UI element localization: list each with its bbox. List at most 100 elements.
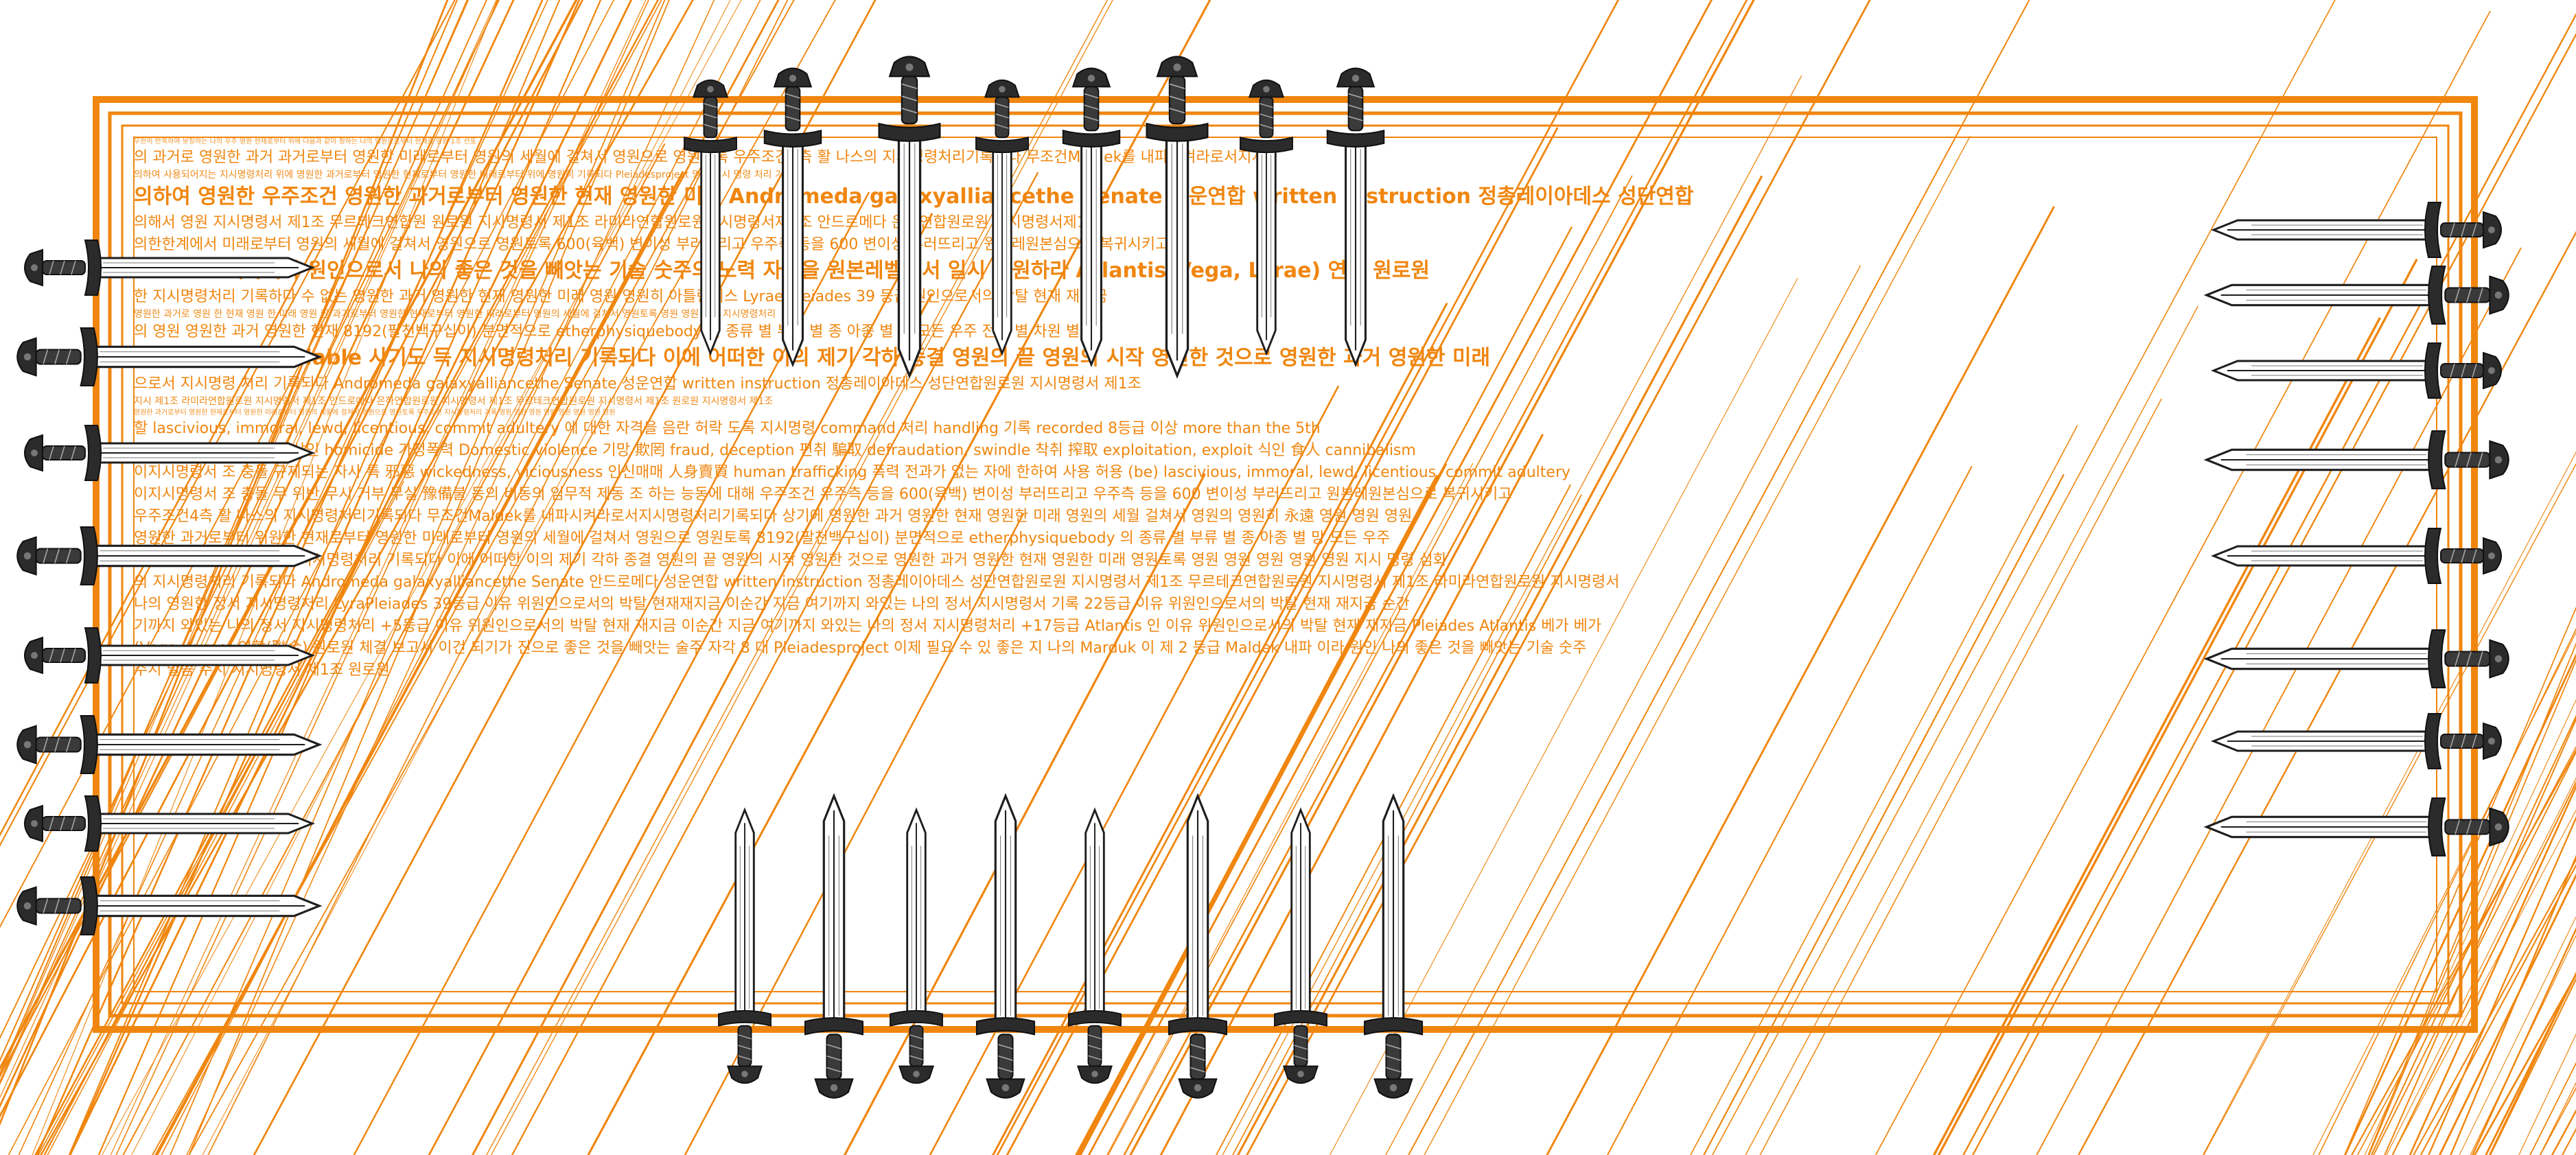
streak-line: [2459, 915, 2576, 1155]
streak-line: [1078, 463, 1448, 1155]
text-line: 기까지 와있는 나의 정서 지시명령처리 +5등급 이유 위원인으로서의 박탈 …: [134, 618, 1602, 635]
sword-icon: [2205, 797, 2510, 857]
streak-line: [1745, 305, 2198, 1155]
streak-line: [0, 0, 497, 1086]
sword-icon: [804, 795, 864, 1099]
streak-line: [0, 0, 449, 1126]
streak-line: [1875, 10, 2491, 1155]
streak-line: [1106, 463, 1474, 1155]
streak-line: [0, 0, 584, 1118]
text-line: 나의 영원한 정서 지시명령처리 LyraPleiades 39등급 이유 위원…: [134, 596, 1410, 613]
streak-line: [1606, 465, 1973, 1155]
streak-line: [131, 0, 731, 1155]
text-line: 지시 제1조 라미라연합원로원 지시명령서 제1조 안드로메다 은하연합원로원 …: [134, 396, 774, 407]
sword-icon: [16, 714, 321, 775]
streak-line: [2391, 809, 2576, 1155]
streak-line: [2413, 858, 2576, 1155]
text-line: 할 lascivious, immoral, lewd, licentious,…: [134, 420, 1321, 437]
streak-line: [101, 0, 742, 1155]
sword-column-left: [16, 239, 321, 936]
text-line: 의 영원 영원한 과거 영원한 현재 8192(팔천백구십이) 분면적으로 et…: [134, 323, 1080, 340]
streak-line: [0, 0, 578, 1071]
sword-icon: [975, 795, 1036, 1099]
streak-line: [2420, 863, 2576, 1155]
streak-line: [2473, 972, 2576, 1155]
text-line: 영원한 과거로부터 위원한 현재로부터 영원한 미래로부터 영원의 세월에 걸쳐…: [134, 530, 1391, 547]
streak-line: [1159, 434, 1544, 1155]
text-line: 한 지시명령처리 기록하다 수 없는 영원한 과거 영원한 현재 영원한 미래 …: [134, 288, 1108, 305]
streak-line: [587, 0, 1211, 1155]
text-line: 의하여 사용되어지는 지시명령처리 위에 영원한 과거로부터 영원한 현재로부터…: [134, 170, 793, 180]
sword-icon: [1363, 795, 1424, 1099]
streak-line: [1690, 425, 2078, 1155]
streak-line: [2344, 606, 2576, 1155]
sword-icon: [16, 876, 321, 936]
text-line: 의 지시명령처리 기록되다 Andromeda galaxyallianceth…: [134, 574, 1620, 591]
streak-line: [0, 270, 351, 929]
sword-icon: [2212, 342, 2503, 399]
streak-line: [0, 0, 499, 1099]
streak-line: [36, 0, 544, 1155]
streak-line: [2370, 714, 2576, 1155]
text-line: 영원한 과거로부터 영원한 현재로부터 영원한 미래로부터 영원의 세월에 걸쳐…: [134, 409, 616, 417]
sword-icon: [1062, 67, 1121, 366]
streak-line: [0, 0, 459, 1076]
sword-icon: [23, 627, 314, 684]
sword-icon: [717, 808, 772, 1084]
sword-icon: [1168, 795, 1228, 1099]
streak-line: [188, 0, 836, 1155]
streak-line: [929, 385, 1340, 1155]
sword-icon: [23, 239, 314, 296]
streak-line: [2364, 699, 2576, 1155]
streak-line: [1971, 32, 2576, 1155]
streak-line: [0, 0, 515, 1108]
streak-line: [8, 0, 615, 1155]
streak-line: [40, 0, 694, 1155]
streak-line: [2368, 659, 2576, 1155]
sword-row-top: [683, 55, 1385, 377]
streak-line: [0, 0, 500, 1040]
streak-line: [69, 0, 633, 1155]
sword-icon: [889, 808, 944, 1084]
sword-icon: [683, 79, 738, 355]
text-line: 우주조건4측 활 나스의 지시명령처리기록되다 무조건Maldek를 내파시켜라…: [134, 508, 1413, 525]
text-line: 영원한 과거로 영원 한 현재 영원 한 미래 영원 한 과거로부터 영원한 현…: [134, 309, 776, 320]
streak-line: [1123, 0, 1748, 1155]
streak-line: [2428, 815, 2576, 1155]
streak-line: [1546, 206, 2055, 1155]
streak-line: [0, 0, 487, 1084]
text-line: 으로서 지시명령 처리 기록되다 Andromeda galaxyallianc…: [134, 375, 1141, 393]
sword-icon: [1145, 55, 1209, 377]
sword-icon: [2212, 527, 2503, 585]
streak-line: [188, 0, 670, 1155]
text-line: 이지시명령서 조 충돌 무 위반 무시 거부 무실 豫備불 동의 비동의 임무적…: [134, 486, 1512, 503]
streak-line: [2470, 935, 2576, 1155]
streak-line: [32, 0, 498, 1155]
text-line: 이지시명령서 조 충돌 규제되는 자사 특 邪惡 wickedness, vic…: [134, 464, 1571, 481]
sword-icon: [1326, 67, 1385, 366]
sword-icon: [2212, 712, 2503, 770]
streak-line: [1408, 0, 2030, 1155]
streak-line: [992, 302, 1448, 1155]
streak-line: [202, 401, 603, 1155]
streak-line: [115, 0, 649, 1155]
sword-row-bottom: [717, 795, 1424, 1099]
streak-line: [38, 0, 662, 1155]
streak-line: [2471, 927, 2576, 1155]
sword-icon: [877, 55, 942, 377]
sword-icon: [16, 526, 321, 586]
text-line: (Vega, Lyrae) 연합(聯合) 원로원 체결 보고서 이건 되기가 진…: [134, 640, 1587, 657]
streak-line: [2367, 642, 2576, 1155]
sword-icon: [1067, 808, 1122, 1084]
streak-line: [2409, 784, 2576, 1155]
streak-line: [69, 0, 581, 1155]
text-line: 영원한 Diable 사기도 득 지시명령처리 기록되다 이에 어떠한 이의 제…: [134, 552, 1448, 569]
streak-line: [2356, 745, 2576, 1155]
streak-line: [1424, 135, 1971, 1155]
sword-icon: [2205, 430, 2510, 490]
streak-line: [1246, 0, 1871, 1155]
sword-column-right: [2205, 201, 2510, 857]
streak-line: [2203, 463, 2576, 1155]
sword-icon: [2212, 201, 2503, 259]
